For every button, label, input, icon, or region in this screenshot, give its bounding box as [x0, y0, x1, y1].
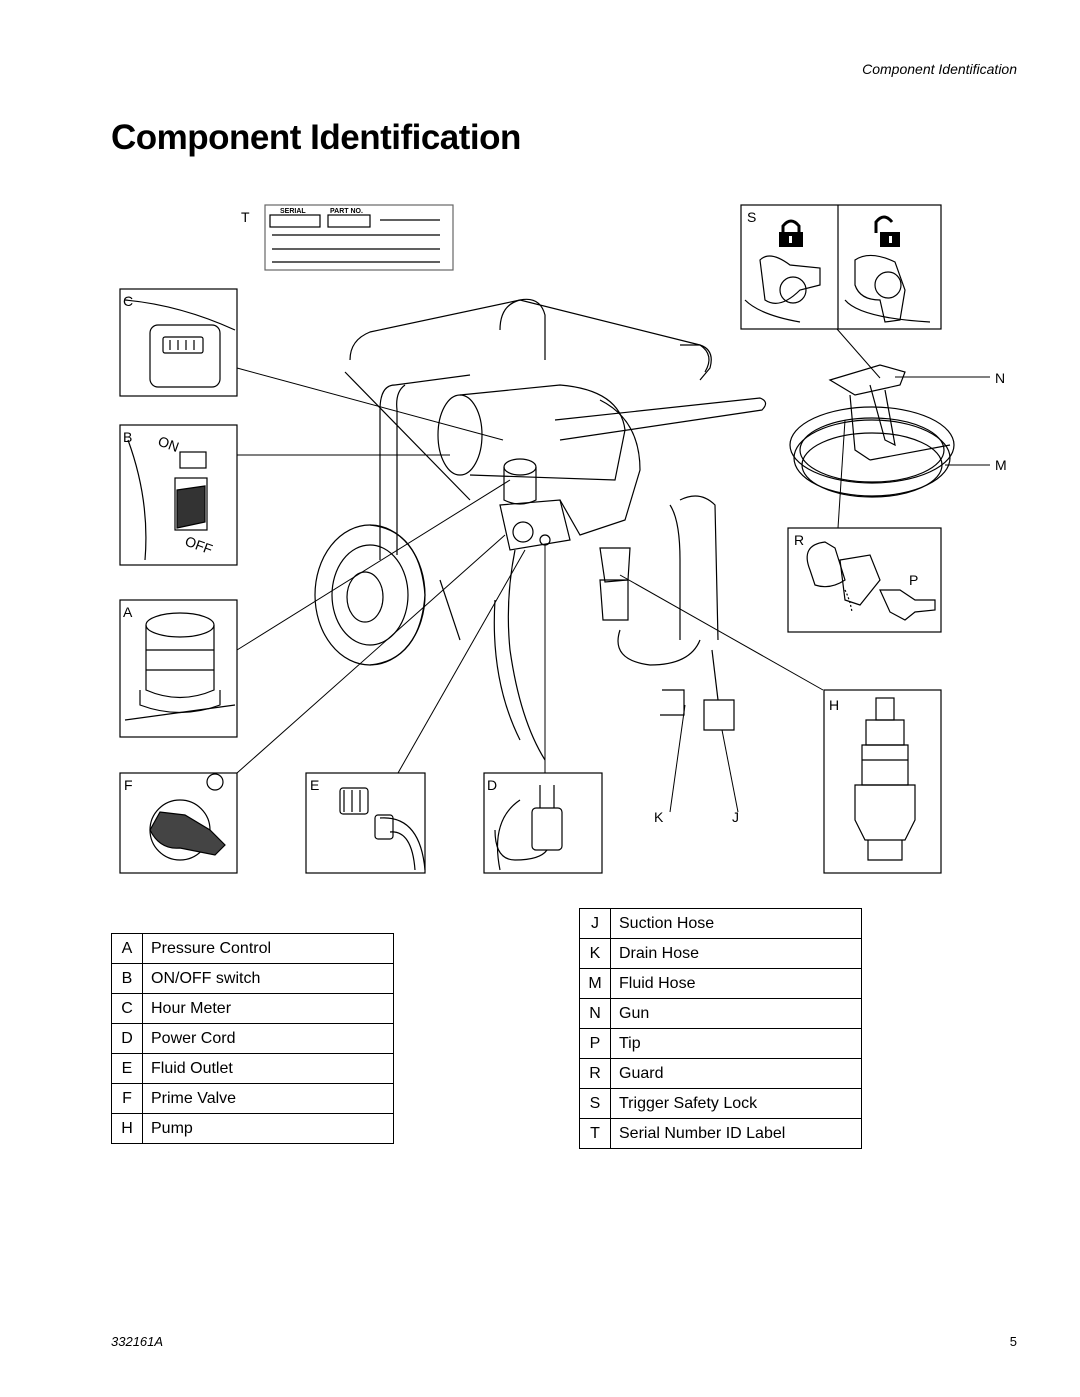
serial-label-inset	[264, 204, 454, 271]
page-title: Component Identification	[111, 118, 521, 157]
legend-label: Serial Number ID Label	[610, 1118, 862, 1149]
switch-on-label: ON	[156, 433, 181, 455]
legend-label: Hour Meter	[142, 993, 394, 1024]
legend-label: Guard	[610, 1058, 862, 1089]
callout-D: D	[487, 777, 497, 793]
legend-label: Prime Valve	[142, 1083, 394, 1114]
legend-label: Gun	[610, 998, 862, 1029]
legend-key: C	[111, 993, 143, 1024]
running-head: Component Identification	[862, 61, 1017, 77]
switch-off-label: OFF	[183, 533, 215, 558]
callout-P: P	[909, 572, 918, 588]
component-figure: T S C B A F E D N M R P H K J SERIAL PAR…	[119, 204, 1007, 874]
guard-tip-inset	[787, 527, 942, 633]
prime-valve-inset	[119, 772, 238, 874]
pump-inset	[823, 689, 942, 874]
legend-key: S	[579, 1088, 611, 1119]
legend-key: N	[579, 998, 611, 1029]
callout-B: B	[123, 429, 132, 445]
legend-key: R	[579, 1058, 611, 1089]
page-number: 5	[1009, 1334, 1017, 1349]
legend-label: Drain Hose	[610, 938, 862, 969]
document-number: 332161A	[111, 1334, 164, 1349]
locked-padlock-icon	[779, 219, 803, 247]
legend-key: B	[111, 963, 143, 994]
legend-label: Power Cord	[142, 1023, 394, 1054]
callout-A: A	[123, 604, 133, 620]
legend-label: Fluid Outlet	[142, 1053, 394, 1084]
hour-meter-inset	[119, 288, 238, 397]
legend-key: F	[111, 1083, 143, 1114]
legend-label: Pump	[142, 1113, 394, 1144]
legend-key: T	[579, 1118, 611, 1149]
callout-R: R	[794, 532, 804, 548]
callout-C: C	[123, 293, 133, 309]
callout-S: S	[747, 209, 756, 225]
unlocked-padlock-icon	[874, 215, 900, 247]
legend-key: A	[111, 933, 143, 964]
callout-K: K	[654, 809, 664, 825]
sprayer-illustration	[314, 298, 955, 761]
legend-key: P	[579, 1028, 611, 1059]
legend-label: Suction Hose	[610, 908, 862, 939]
on-off-switch-inset	[119, 424, 238, 566]
legend-label: Pressure Control	[142, 933, 394, 964]
legend-label: ON/OFF switch	[142, 963, 394, 994]
callout-M: M	[995, 457, 1007, 473]
legend-key: J	[579, 908, 611, 939]
callout-J: J	[732, 809, 739, 825]
legend-label: Trigger Safety Lock	[610, 1088, 862, 1119]
legend-key: M	[579, 968, 611, 999]
power-cord-inset	[483, 772, 603, 874]
serial-text: SERIAL	[280, 208, 306, 215]
callout-T: T	[241, 209, 250, 225]
legend-label: Fluid Hose	[610, 968, 862, 999]
pressure-control-inset	[119, 599, 238, 738]
legend-label: Tip	[610, 1028, 862, 1059]
part-no-text: PART NO.	[330, 208, 363, 215]
callout-E: E	[310, 777, 319, 793]
callout-F: F	[124, 777, 133, 793]
legend-key: H	[111, 1113, 143, 1144]
leader-lines	[236, 328, 990, 813]
fluid-outlet-inset	[305, 772, 426, 874]
safety-lock-inset	[740, 204, 942, 330]
legend-key: K	[579, 938, 611, 969]
callout-N: N	[995, 370, 1005, 386]
callout-H: H	[829, 697, 839, 713]
legend-key: E	[111, 1053, 143, 1084]
legend-key: D	[111, 1023, 143, 1054]
